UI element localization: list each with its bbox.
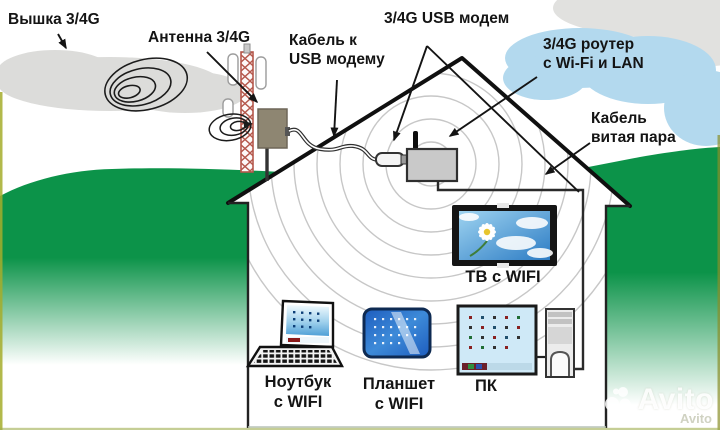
edge-bottom (0, 427, 720, 430)
usb-modem-label: 3/4G USB модем (384, 10, 510, 27)
avito-logo-icon (604, 387, 631, 411)
arrow-tower (57, 33, 67, 50)
outdoor-antenna (257, 108, 290, 181)
pc-case (545, 308, 575, 378)
wall-lines (228, 201, 630, 428)
tv (452, 203, 557, 268)
tablet-label-line2: с WIFI (374, 395, 424, 414)
avito-watermark-text-small: Avito (679, 411, 712, 426)
laptop-label-line2: с WIFI (273, 393, 323, 412)
cell-tower (222, 43, 267, 173)
avito-watermark: Avito Avito (604, 383, 714, 426)
coax-cable (288, 127, 380, 162)
twisted-pair-label-line1: Кабель (591, 110, 647, 127)
tablet-label-line1: Планшет (362, 375, 436, 393)
laptop-label: Ноутбук с WIFI (251, 372, 345, 412)
cable-to-usb-label: Кабель к USB модему (289, 32, 385, 70)
cloud-blue (503, 28, 720, 146)
arrow-twisted-pair (544, 142, 591, 175)
twisted-pair-label: Кабель витая пара (591, 110, 676, 148)
twisted-pair-label-line2: витая пара (591, 128, 676, 146)
cable-to-usb-label-line1: Кабель к (289, 32, 357, 49)
arrow-usb-modem (393, 45, 428, 142)
laptop (245, 299, 344, 368)
label-arrows (57, 33, 591, 193)
usb-modem-device (375, 152, 409, 167)
hill-left (0, 168, 300, 415)
router-label-line1: 3/4G роутер (543, 36, 635, 53)
antenna-signal-waves (208, 113, 253, 142)
pc-label: ПК (475, 377, 497, 395)
arrow-cable-usb (330, 79, 339, 138)
tower-label: Вышка 3/4G (8, 11, 100, 28)
edge-right (717, 135, 720, 430)
antenna-label: Антенна 3/4G (148, 29, 251, 46)
tv-label: ТВ с WIFI (465, 268, 541, 286)
cloud-gray-left (0, 50, 247, 113)
router-label: 3/4G роутер с Wi-Fi и LAN (543, 36, 644, 74)
edge-left (0, 92, 3, 430)
hill-right (578, 147, 720, 408)
arrow-router (448, 76, 538, 137)
tablet-label: Планшет с WIFI (351, 374, 447, 414)
pc-monitor (456, 304, 538, 376)
daisy-graphic (469, 223, 496, 257)
avito-watermark-text: Avito (637, 383, 714, 416)
cable-to-usb-label-line2: USB модему (289, 50, 385, 68)
router (405, 131, 459, 183)
twisted-pair-cable (436, 181, 585, 371)
tower-signal-waves (104, 57, 189, 112)
roof-line (226, 56, 632, 208)
router-label-line2: с Wi-Fi и LAN (543, 54, 644, 72)
laptop-label-line1: Ноутбук (264, 373, 332, 391)
tablet (362, 307, 432, 359)
arrow-antenna (206, 51, 259, 104)
